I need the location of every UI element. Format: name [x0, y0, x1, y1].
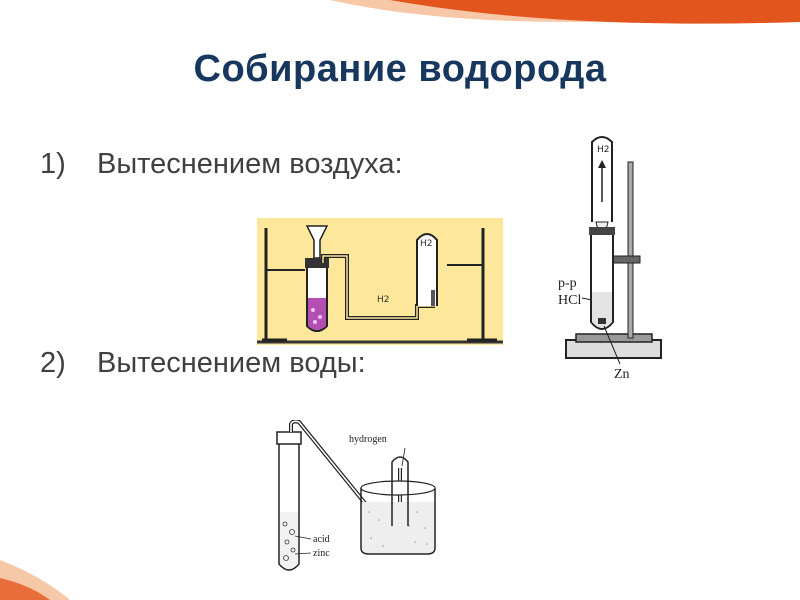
acid-label: acid [313, 534, 330, 545]
solution-label: р-р [558, 276, 577, 291]
list-item-air-displacement: 1) Вытеснением воздуха: [40, 148, 403, 181]
metal-label: Zn [614, 367, 630, 382]
water-displacement-diagram: hydrogen acid zinc [276, 420, 436, 571]
list-text: Вытеснением воздуха: [97, 148, 403, 180]
upper-tube-label: H2 [597, 145, 610, 155]
zinc-label: zinc [313, 548, 330, 559]
list-number: 2) [40, 347, 66, 379]
acid-label: HCl [558, 293, 581, 308]
list-text: Вытеснением воды: [97, 347, 366, 379]
list-item-water-displacement: 2) Вытеснением воды: [40, 347, 366, 380]
stand-apparatus-diagram: H2 р-р HCl Zn [558, 136, 662, 382]
delivery-tube-label: H2 [377, 295, 390, 305]
hydrogen-label: hydrogen [349, 434, 387, 445]
list-number: 1) [40, 148, 66, 180]
air-displacement-diagram: H2 H2 [257, 218, 503, 345]
collecting-tube-label: H2 [420, 239, 433, 249]
slide-title: Собирание водорода [193, 48, 607, 90]
